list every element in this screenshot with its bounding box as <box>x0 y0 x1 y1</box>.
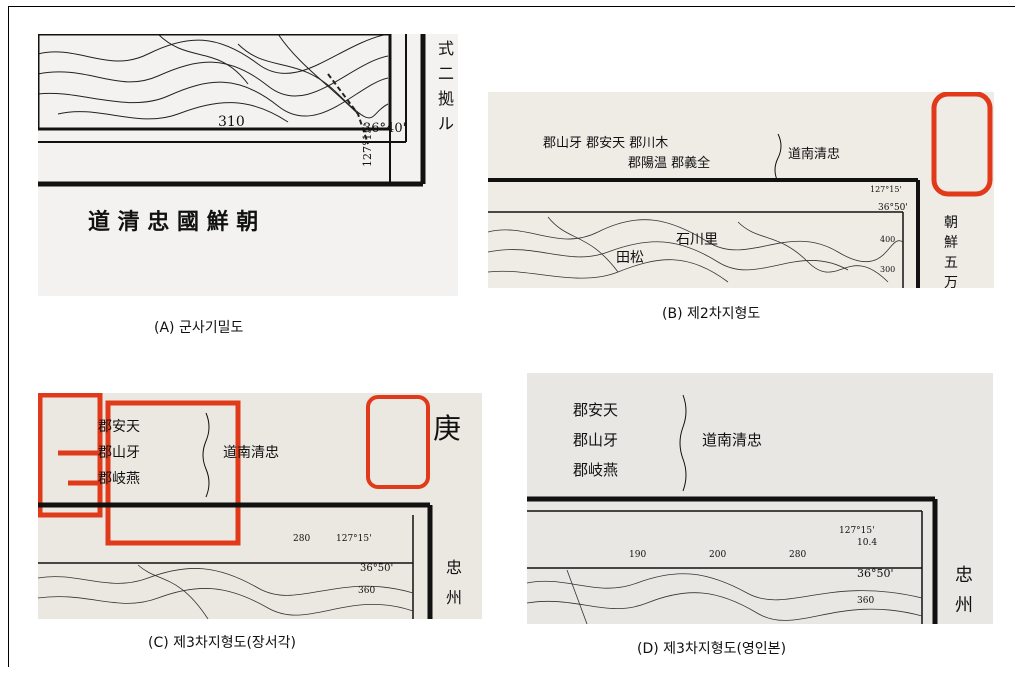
map-d-county-1: 郡山牙 <box>573 431 618 449</box>
map-d-label-4: 190 <box>629 550 646 560</box>
svg-text:忠: 忠 <box>955 565 973 586</box>
map-d-county-0: 郡安天 <box>573 401 618 419</box>
map-c-county-2: 郡岐燕 <box>98 471 140 487</box>
map-panel-a: 310 36°40' 127°15' 道 清 忠 國 鮮 朝 式 二 拠 ル <box>38 34 458 296</box>
map-panel-c: 庚 郡安天 郡山牙 郡岐燕 道南清忠 36°50' 127°15' 360 28… <box>38 393 482 619</box>
map-d-side-text: 忠 州 <box>955 565 973 616</box>
svg-text:拠: 拠 <box>438 89 454 108</box>
map-c-label-1: 127°15' <box>336 534 372 544</box>
svg-text:式: 式 <box>438 39 454 58</box>
map-c-county-1: 郡山牙 <box>98 445 140 461</box>
caption-c: (C) 제3차지형도(장서각) <box>148 635 297 651</box>
map-b-county-row2: 郡陽温 郡義全 <box>628 155 710 171</box>
svg-text:万: 万 <box>944 275 958 288</box>
map-c-label-2: 360 <box>358 586 375 596</box>
map-d-label-5: 200 <box>709 550 726 560</box>
map-b-label-2: 36°50' <box>878 203 908 213</box>
map-a-side-text: 式 二 拠 ル <box>438 39 454 133</box>
map-c-contours <box>38 564 414 619</box>
map-c-county-0: 郡安天 <box>98 419 140 435</box>
map-c-label-0: 36°50' <box>360 563 393 574</box>
svg-text:ル: ル <box>438 114 454 133</box>
map-b-label-5: 300 <box>880 265 895 274</box>
map-c-side-text: 忠 州 <box>446 558 462 607</box>
map-a-graphic: 310 36°40' 127°15' 道 清 忠 國 鮮 朝 式 二 拠 ル <box>38 34 458 296</box>
svg-text:朝: 朝 <box>944 215 958 231</box>
map-b-side-text: 朝 鮮 五 万 <box>944 215 958 288</box>
map-b-label-3: 127°15' <box>870 185 902 194</box>
map-b-contours <box>488 216 904 283</box>
svg-text:州: 州 <box>955 595 973 616</box>
map-a-contours <box>38 34 389 123</box>
map-panel-d: 郡安天 郡山牙 郡岐燕 道南清忠 36°50' 127°15' 10.4 360… <box>527 373 993 624</box>
map-b-label-0: 石川里 <box>676 232 718 248</box>
red-seal-stamp <box>931 92 993 197</box>
map-b-province: 道南清忠 <box>788 146 840 162</box>
map-d-label-1: 127°15' <box>839 526 875 536</box>
map-d-county-2: 郡岐燕 <box>573 461 618 479</box>
red-seal-stamp-right <box>366 395 430 489</box>
map-c-label-3: 280 <box>293 534 310 544</box>
svg-text:二: 二 <box>438 64 454 83</box>
map-b-label-4: 400 <box>880 235 895 244</box>
map-a-label-1: 36°40' <box>363 121 406 136</box>
caption-a: (A) 군사기밀도 <box>154 320 244 336</box>
map-a-label-2: 127°15' <box>361 123 374 167</box>
svg-text:忠: 忠 <box>446 558 462 577</box>
map-c-stamp-text: 庚 <box>433 412 461 445</box>
map-d-contours <box>527 569 923 624</box>
map-c-province: 道南清忠 <box>223 445 279 461</box>
caption-d: (D) 제3차지형도(영인본) <box>637 641 787 657</box>
map-d-label-0: 36°50' <box>857 567 894 580</box>
map-d-label-3: 360 <box>857 596 874 606</box>
map-panel-b: 郡山牙 郡安天 郡川木 郡陽温 郡義全 道南清忠 石川里 田松 36°50' 1… <box>488 92 994 288</box>
svg-text:鮮: 鮮 <box>944 235 958 251</box>
map-d-label-6: 280 <box>789 550 806 560</box>
figure-frame <box>8 6 1015 667</box>
map-a-label-0: 310 <box>218 114 245 130</box>
map-d-label-2: 10.4 <box>857 538 877 548</box>
red-seal-stamp-left <box>38 393 241 546</box>
map-b-graphic: 郡山牙 郡安天 郡川木 郡陽温 郡義全 道南清忠 石川里 田松 36°50' 1… <box>488 92 994 288</box>
map-a-title: 道 清 忠 國 鮮 朝 <box>88 209 258 235</box>
map-c-graphic: 庚 郡安天 郡山牙 郡岐燕 道南清忠 36°50' 127°15' 360 28… <box>38 393 482 619</box>
map-d-graphic: 郡安天 郡山牙 郡岐燕 道南清忠 36°50' 127°15' 10.4 360… <box>527 373 993 624</box>
svg-text:五: 五 <box>944 255 958 271</box>
svg-text:州: 州 <box>446 588 462 607</box>
map-d-province: 道南清忠 <box>702 431 762 449</box>
map-b-label-1: 田松 <box>616 250 644 266</box>
caption-b: (B) 제2차지형도 <box>662 306 761 322</box>
map-b-county-row1: 郡山牙 郡安天 郡川木 <box>543 136 668 151</box>
